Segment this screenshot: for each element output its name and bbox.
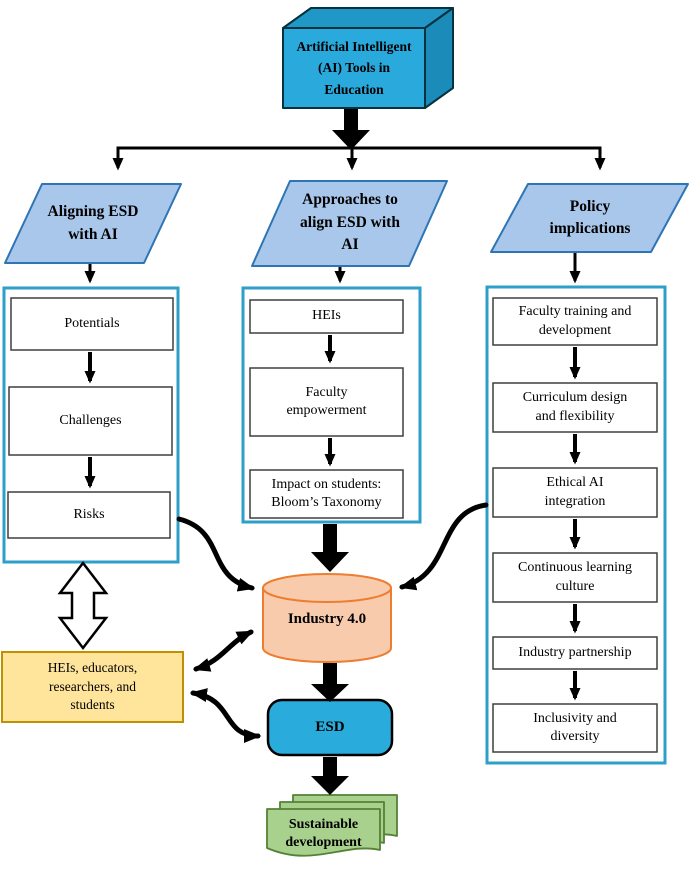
arrow-industry-to-esd xyxy=(311,663,349,702)
box-heis xyxy=(249,299,404,334)
box-risks xyxy=(7,491,171,539)
box-ethical-ai xyxy=(492,467,658,518)
branch-connector-lines xyxy=(112,146,606,171)
thick-flow-arrows xyxy=(311,524,349,795)
curve-stakeholders-industry xyxy=(193,629,254,672)
box-curriculum-design xyxy=(492,382,658,433)
box-impact-students xyxy=(249,469,404,519)
box-continuous-learning xyxy=(492,552,658,603)
arrow-esd-to-sustainable xyxy=(311,757,349,795)
item-box-arrows xyxy=(84,335,581,701)
box-faculty-training xyxy=(492,297,658,346)
curve-policy-to-industry xyxy=(399,502,489,591)
box-inclusivity xyxy=(492,703,658,753)
double-arrow-aligning-stakeholders xyxy=(57,560,109,651)
arrow-root-to-branches xyxy=(332,106,370,150)
ai-tools-cube xyxy=(282,7,454,109)
box-potentials xyxy=(10,297,174,351)
sustainable-doc-stack xyxy=(266,794,398,857)
box-industry-partnership xyxy=(492,636,658,670)
parallelogram-aligning-esd xyxy=(4,183,182,264)
branch-parallelograms xyxy=(4,180,689,267)
parallelogram-to-container-arrows xyxy=(84,253,581,284)
curved-arrows xyxy=(176,502,489,743)
stakeholders-node xyxy=(1,651,184,723)
industry-cylinder xyxy=(262,573,392,663)
parallelogram-policy xyxy=(490,183,689,253)
box-challenges xyxy=(8,386,173,456)
arrow-approaches-to-industry xyxy=(311,524,349,572)
curve-aligning-to-industry xyxy=(176,516,255,592)
esd-node xyxy=(266,698,394,757)
parallelogram-approaches xyxy=(251,180,448,267)
box-faculty-empowerment xyxy=(249,367,404,437)
curve-stakeholders-esd xyxy=(190,688,261,743)
item-boxes xyxy=(7,297,658,753)
